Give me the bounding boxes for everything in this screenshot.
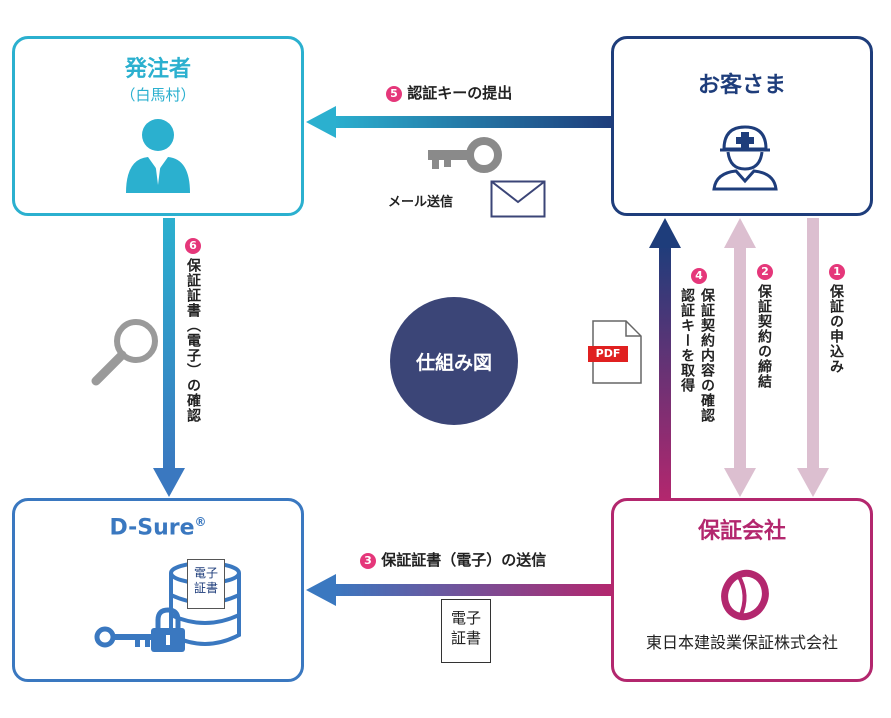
company-logo-icon — [721, 569, 769, 621]
customer-box: お客さま — [611, 36, 873, 216]
step6-badge: 6 — [185, 238, 201, 254]
arrow-step6 — [153, 218, 185, 497]
doc-line1: 電子 — [450, 609, 481, 627]
dsure-doc-line1: 電子 — [193, 566, 218, 580]
step1-badge: 1 — [829, 264, 845, 280]
step3-badge: 3 — [360, 552, 376, 569]
step2-badge: 2 — [757, 264, 773, 280]
step4-text-col2: 認証キーを取得 — [679, 288, 695, 393]
guarantor-company-name: 東日本建設業保証株式会社 — [645, 633, 838, 652]
arrow-step4 — [649, 218, 681, 500]
arrow-step5 — [306, 106, 612, 138]
key-icon-small — [94, 626, 153, 648]
pdf-file-icon — [588, 320, 642, 384]
step4-badge: 4 — [691, 268, 707, 284]
orderer-subtitle: （白馬村） — [120, 86, 196, 104]
magnifier-icon — [91, 319, 158, 386]
envelope-icon — [490, 180, 546, 218]
padlock-icon — [151, 607, 185, 652]
worker-helmet-icon — [712, 125, 778, 191]
orderer-box: 発注者 （白馬村） — [12, 36, 304, 216]
dsure-title: D-Sure® — [15, 515, 301, 540]
step2-text: 保証契約の締結 — [756, 284, 772, 389]
step6-text: 保証証書（電子）の確認 — [185, 258, 201, 423]
doc-line2: 証書 — [450, 629, 481, 647]
arrow-step1 — [797, 218, 829, 497]
center-label: 仕組み図 — [415, 351, 492, 374]
step3-text: 保証証書（電子）の送信 — [381, 551, 547, 569]
person-icon — [126, 119, 190, 193]
document-icon: 電子 証書 — [441, 599, 491, 663]
pdf-label: PDF — [595, 347, 621, 360]
arrow-step3 — [306, 574, 612, 606]
guarantor-title: 保証会社 — [697, 519, 786, 544]
dsure-box: D-Sure® 電子 証書 — [12, 498, 304, 682]
step5-badge: 5 — [386, 85, 402, 102]
step3-label: 3 保証証書（電子）の送信 — [360, 549, 546, 570]
customer-title: お客さま — [697, 73, 786, 98]
guarantor-box: 保証会社 東日本建設業保証株式会社 — [611, 498, 873, 682]
step5-text: 認証キーの提出 — [407, 84, 513, 102]
key-icon — [428, 137, 502, 173]
step4-text-col1: 保証契約内容の確認 — [699, 288, 715, 423]
step5-label: 5 認証キーの提出 — [386, 82, 512, 103]
registered-mark: ® — [194, 515, 207, 529]
dsure-document-icon: 電子 証書 — [187, 559, 225, 609]
step1-text: 保証の申込み — [828, 284, 844, 374]
orderer-title: 発注者 — [124, 57, 191, 82]
dsure-title-text: D-Sure — [109, 515, 195, 541]
arrow-step2 — [724, 218, 756, 497]
mail-label: メール送信 — [388, 195, 454, 210]
center-circle: 仕組み図 — [390, 297, 518, 425]
dsure-doc-line2: 証書 — [193, 581, 218, 595]
